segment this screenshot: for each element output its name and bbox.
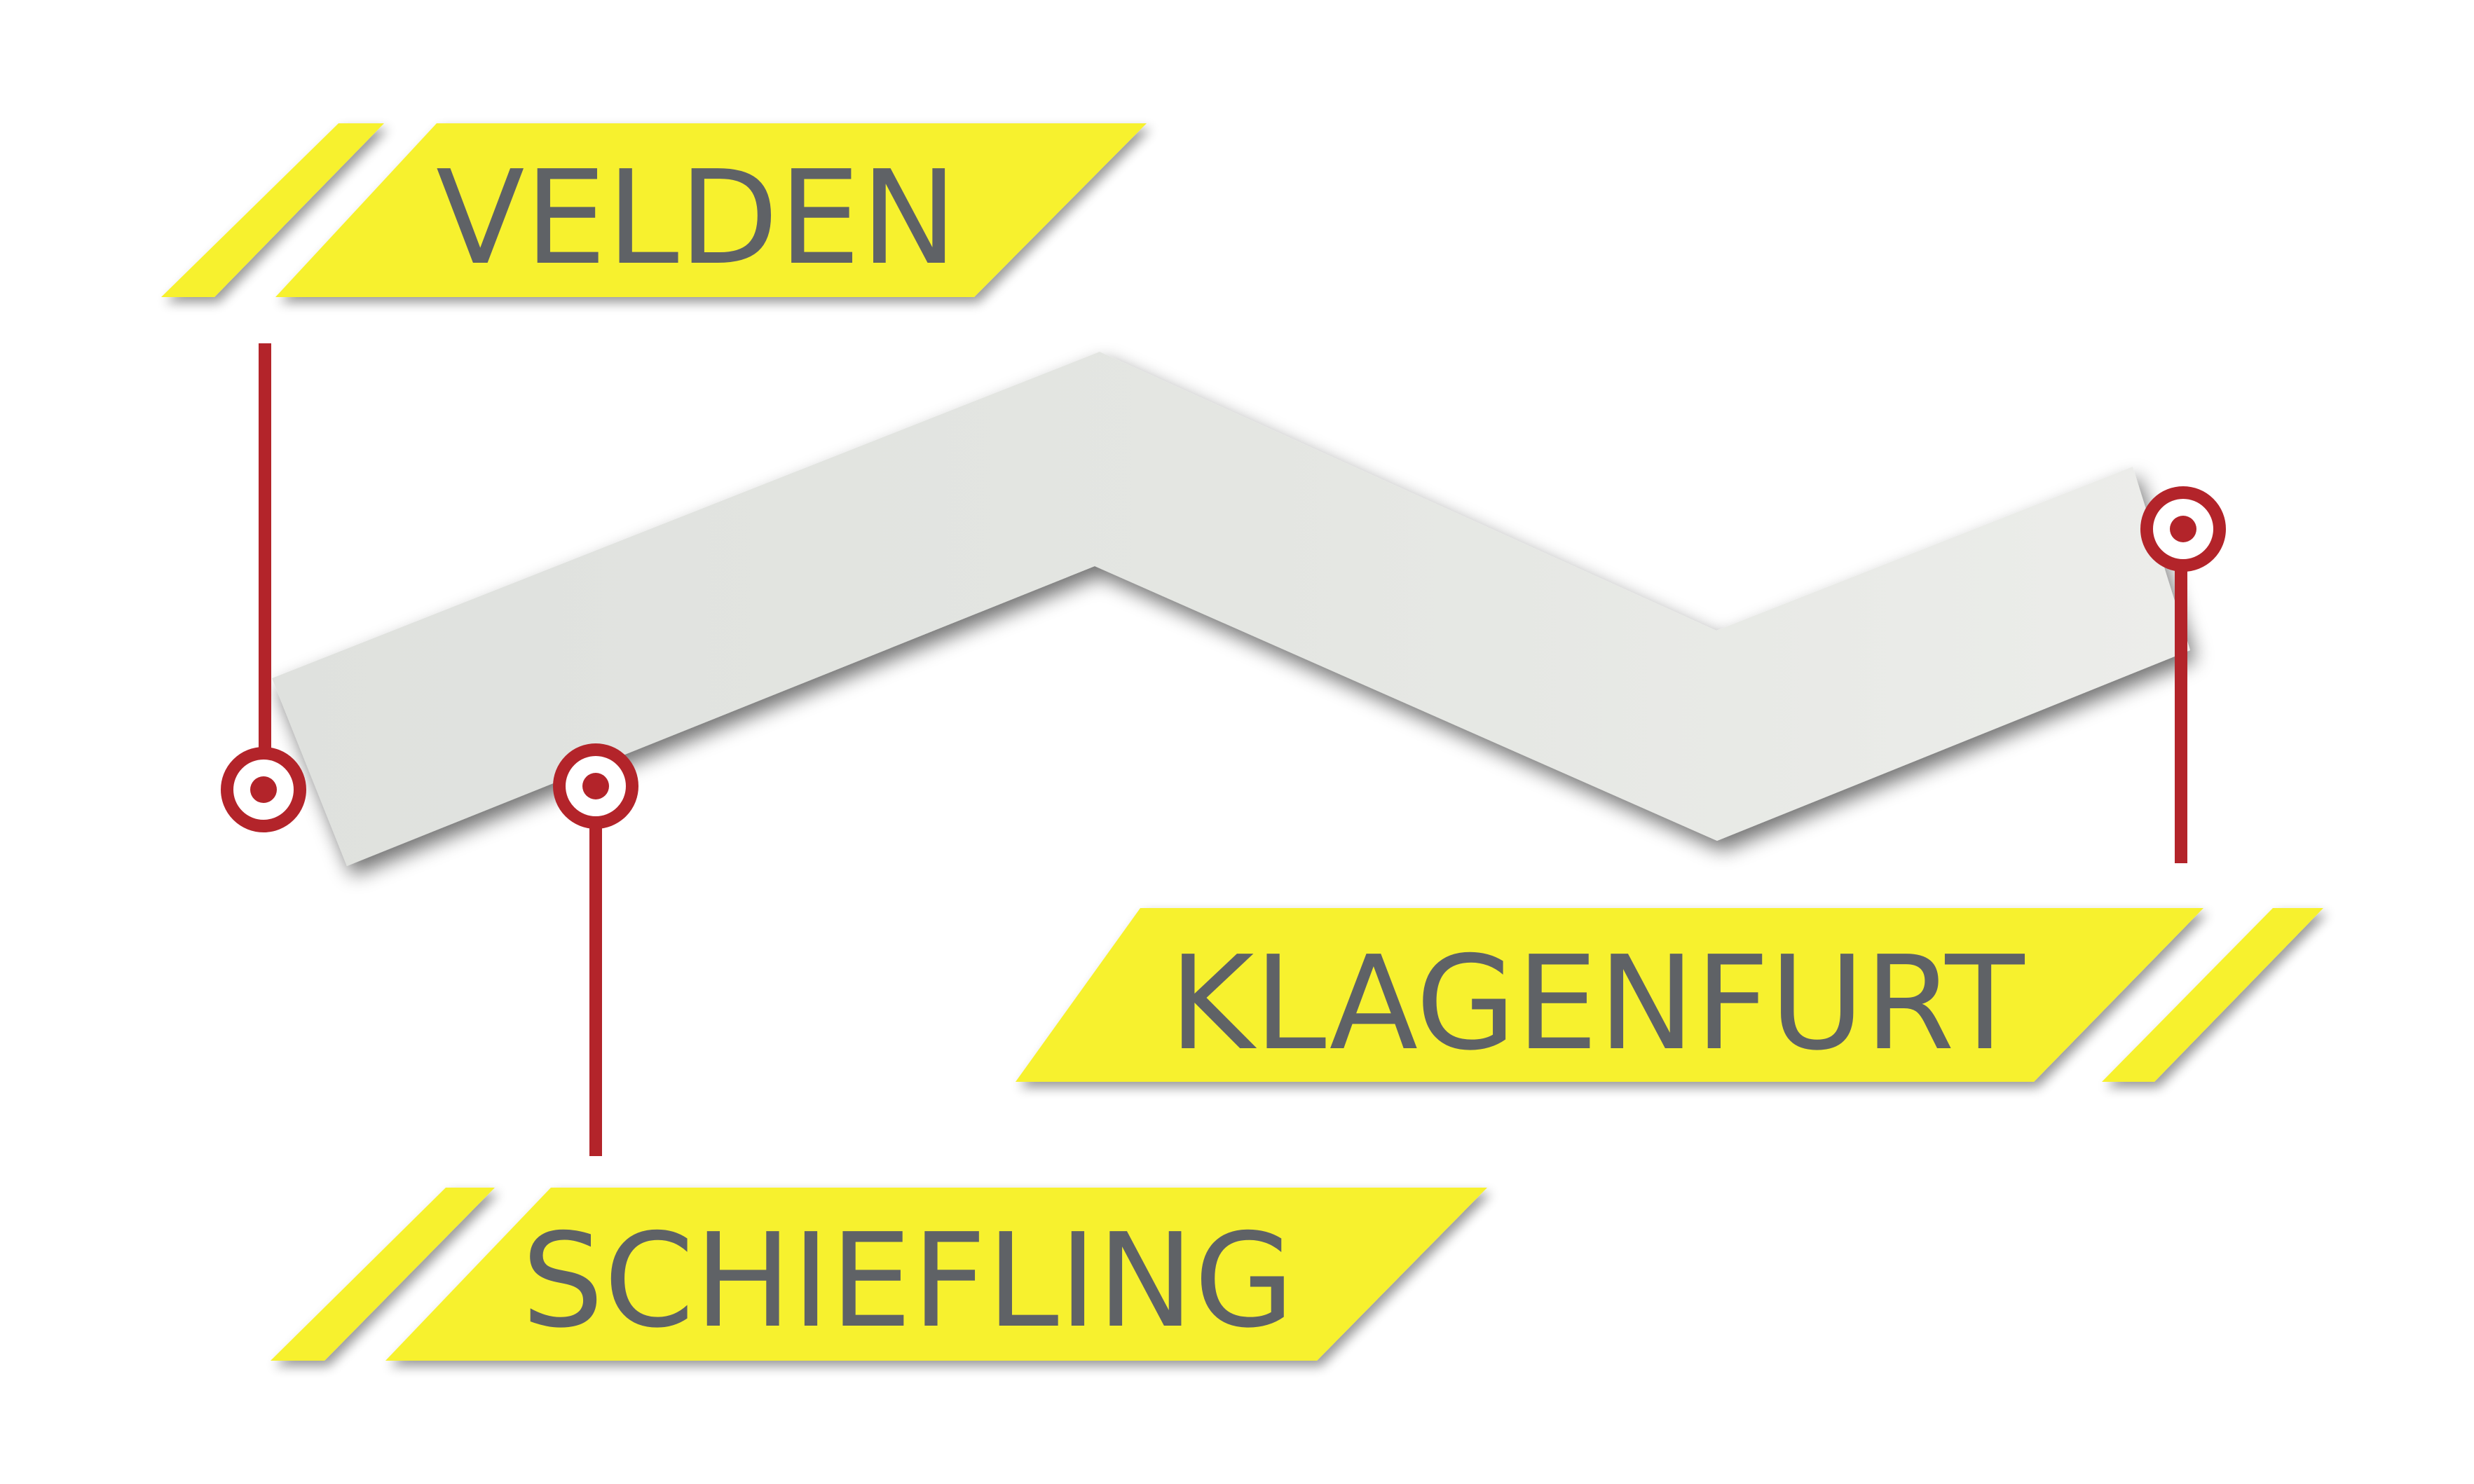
velden-label-plate [275, 123, 1147, 297]
schiefling-marker-icon [553, 743, 638, 829]
velden-label-text: VELDEN [436, 142, 957, 294]
velden-label [161, 123, 1147, 297]
klagenfurt-label-text: KLAGENFURT [1169, 928, 2025, 1079]
velden-marker-icon [221, 747, 306, 832]
klagenfurt-label [1016, 908, 2323, 1082]
klagenfurt-marker-icon [2140, 486, 2226, 572]
route-band [272, 352, 2190, 866]
schiefling-label [271, 1188, 1487, 1361]
schiefling-label-stripe [271, 1188, 495, 1361]
schiefling-label-text: SCHIEFLING [521, 1205, 1294, 1356]
klagenfurt-label-plate [1016, 908, 2203, 1082]
klagenfurt-label-stripe [2102, 908, 2323, 1082]
schiefling-label-plate [385, 1188, 1487, 1361]
velden-label-stripe [161, 123, 384, 297]
